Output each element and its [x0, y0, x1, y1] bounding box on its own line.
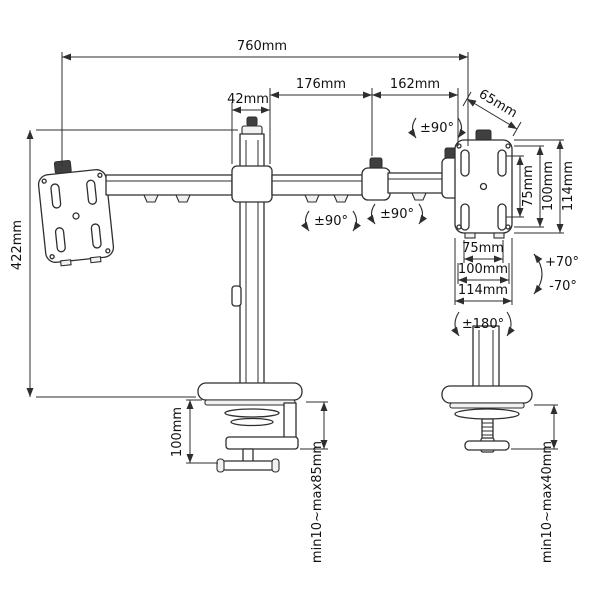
dimension-annotations: 760mm 176mm 162mm 42mm 65mm ±90° 422mm [10, 39, 579, 563]
label-grommet-range: min10~max40mm [540, 441, 555, 563]
dim-tilt: +70° -70° [533, 253, 579, 295]
label-overall-width: 760mm [237, 39, 287, 54]
pole-top-screw [246, 116, 258, 127]
clamp-handle [220, 460, 276, 471]
vesa-slot [497, 203, 507, 231]
label-rotate-plate: ±180° [462, 317, 504, 332]
label-tilt-up: +70° [545, 255, 579, 270]
left-vesa-plate [37, 160, 115, 267]
dim-swivel-arm-left: ±90° [300, 210, 362, 232]
label-vesa-h-75: 75mm [462, 241, 504, 256]
elbow-joint [361, 167, 391, 201]
label-vesa-h-100: 100mm [458, 262, 508, 277]
arm-mid-segment [271, 174, 367, 196]
vesa-slot [460, 149, 470, 177]
label-arm-inner: 176mm [296, 77, 346, 92]
clamp-top-plate [197, 382, 303, 401]
clamp-lower-jaw [225, 436, 299, 450]
grommet-wing-nut [464, 440, 510, 451]
desk-clamp [197, 382, 303, 473]
clamp-screw [242, 448, 254, 463]
vesa-center-hole [479, 182, 488, 191]
grommet-rod [481, 418, 494, 441]
right-vesa-plate [454, 129, 513, 239]
clamp-washer [224, 408, 280, 418]
dim-swivel-arm-right: ±90° [366, 203, 428, 225]
dim-clamp-range: min10~max85mm [300, 401, 328, 563]
label-tilt-down: -70° [549, 279, 577, 294]
vesa-slot [497, 149, 507, 177]
pole-joint [231, 165, 273, 203]
arm-tab [143, 194, 159, 203]
label-clamp-height: 100mm [170, 407, 185, 457]
label-pole-width: 42mm [227, 92, 269, 107]
cable-clip [231, 285, 242, 307]
dim-vesa-vertical: 75mm 100mm 114mm [506, 139, 576, 234]
vesa-slot [90, 223, 102, 249]
dim-swivel-head: ±90° [407, 117, 467, 139]
label-swivel-arm-right: ±90° [380, 207, 414, 222]
grommet-washer [454, 408, 520, 420]
grommet-mount-detail [441, 325, 533, 453]
arm-outer-segment [387, 172, 447, 194]
arm-tab [304, 194, 320, 203]
label-swivel-arm-left: ±90° [314, 214, 348, 229]
dim-arm-segments: 176mm 162mm 42mm [227, 77, 459, 164]
label-vesa-v-114: 114mm [561, 161, 576, 211]
label-vesa-h-114: 114mm [458, 283, 508, 298]
arm-tab [333, 194, 349, 203]
label-swivel-head: ±90° [420, 121, 454, 136]
dim-vesa-horizontal: 75mm 100mm 114mm [454, 238, 513, 305]
label-column-height: 422mm [10, 220, 25, 270]
label-arm-outer: 162mm [390, 77, 440, 92]
clamp-washer [230, 417, 274, 427]
label-vesa-v-75: 75mm [521, 165, 536, 207]
vesa-slot [50, 183, 62, 209]
center-pole [231, 116, 265, 389]
label-head-depth: 65mm [476, 87, 520, 121]
arm-tab [175, 194, 191, 203]
dim-grommet-range: min10~max40mm [511, 404, 558, 563]
vesa-slot [460, 203, 470, 231]
dim-head-depth: 65mm [462, 87, 522, 137]
label-vesa-v-100: 100mm [541, 161, 556, 211]
arm-left-segment [105, 174, 233, 196]
arm-tab [411, 192, 427, 201]
dim-rotation: ±180° [451, 311, 515, 337]
label-clamp-range: min10~max85mm [310, 441, 325, 563]
monitor-arm-drawing [37, 116, 533, 473]
dim-column-height: 422mm [10, 129, 238, 398]
clamp-post [283, 402, 297, 440]
vesa-slot [54, 227, 66, 253]
grommet-pole [472, 325, 500, 389]
arm-assembly [105, 147, 461, 203]
vesa-slot [86, 179, 98, 205]
vesa-center-hole [72, 212, 80, 220]
dim-clamp-height: 100mm [170, 399, 218, 464]
grommet-base [441, 385, 533, 404]
